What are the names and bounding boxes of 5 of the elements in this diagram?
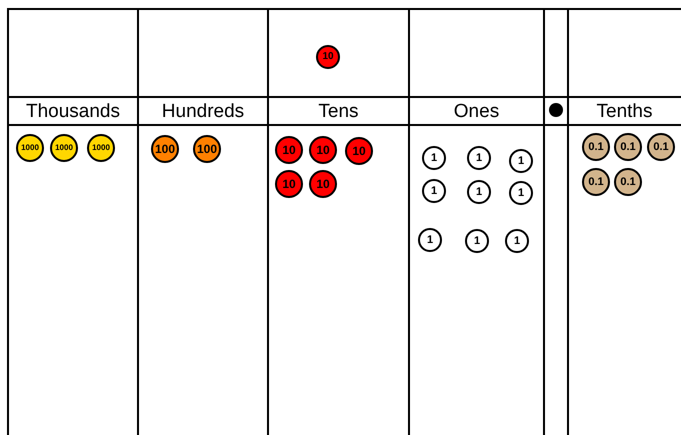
column-heading: Ones	[454, 102, 500, 120]
column-heading: Hundreds	[162, 102, 244, 120]
column-heading: Tens	[318, 102, 359, 120]
column-heading: Tenths	[596, 102, 652, 120]
column-heading: Thousands	[26, 102, 120, 120]
